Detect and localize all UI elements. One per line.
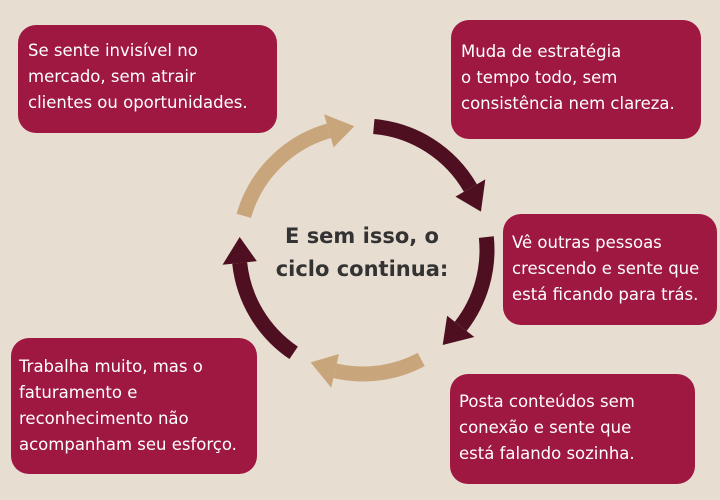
pain-point-strategy: Muda de estratégia o tempo todo, sem con… — [451, 20, 701, 139]
box-line: crescendo e sente que — [512, 259, 700, 278]
box-line: faturamento e — [19, 383, 138, 402]
box-line: reconhecimento não — [19, 409, 189, 428]
box-line: acompanham seu esforço. — [19, 435, 237, 454]
box-line: Posta conteúdos sem — [459, 392, 635, 411]
box-line: conexão e sente que — [459, 418, 632, 437]
arrow-head-icon — [310, 354, 339, 388]
arrow-head-icon — [222, 237, 257, 265]
box-line: está falando sozinha. — [459, 444, 635, 463]
box-line: mercado, sem atrair — [28, 67, 196, 86]
arrow-shaft — [232, 262, 298, 360]
box-line: Vê outras pessoas — [512, 233, 662, 252]
arrow-shaft — [236, 123, 332, 219]
arrow-shaft — [372, 119, 477, 192]
title-line: ciclo continua: — [275, 257, 449, 281]
box-line: o tempo todo, sem — [461, 68, 618, 87]
box-line: está ficando para trás. — [512, 285, 699, 304]
pain-point-invisible: Se sente invisível no mercado, sem atrai… — [18, 25, 277, 133]
arrow-shaft — [333, 352, 425, 382]
arrow-head-icon — [455, 179, 486, 212]
box-line: Se sente invisível no — [28, 41, 198, 60]
pain-point-content: Posta conteúdos sem conexão e sente que … — [450, 374, 695, 484]
arrow-head-icon — [442, 315, 475, 345]
box-line: Trabalha muito, mas o — [19, 357, 203, 376]
arrow-shaft — [454, 236, 495, 331]
pain-point-effort: Trabalha muito, mas o faturamento e reco… — [11, 338, 257, 474]
title-line: E sem isso, o — [285, 224, 439, 248]
pain-point-comparison: Vê outras pessoas crescendo e sente que … — [503, 214, 717, 325]
box-line: Muda de estratégia — [461, 42, 622, 61]
cycle-title: E sem isso, o ciclo continua: — [262, 220, 462, 286]
box-line: clientes ou oportunidades. — [28, 93, 248, 112]
box-line: consistência nem clareza. — [461, 94, 675, 113]
arrow-head-icon — [324, 114, 355, 148]
